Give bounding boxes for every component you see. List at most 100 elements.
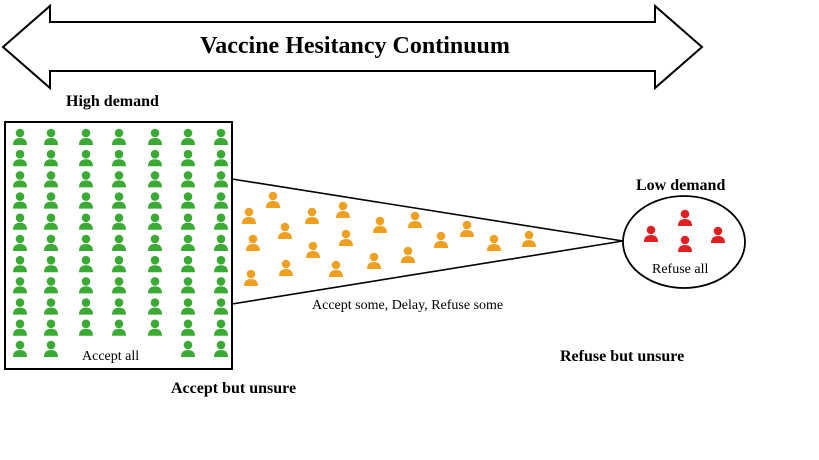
person-icon (214, 298, 228, 315)
person-icon (44, 255, 58, 273)
person-icon (181, 234, 195, 251)
person-icon (181, 192, 195, 209)
person-icon (112, 213, 126, 230)
person-icon (373, 216, 387, 233)
person-icon (214, 213, 228, 230)
person-icon (44, 298, 58, 315)
person-icon (214, 255, 228, 273)
person-icon (79, 298, 93, 315)
diagram-title: Vaccine Hesitancy Continuum (200, 33, 510, 59)
person-icon (711, 226, 725, 243)
person-icon (487, 234, 501, 251)
person-icon (13, 128, 27, 145)
person-icon (266, 191, 280, 208)
accept-all-label: Accept all (82, 349, 140, 364)
person-icon (13, 298, 27, 315)
person-icon (13, 171, 27, 188)
person-icon (148, 213, 162, 230)
person-icon (148, 128, 162, 145)
person-icon (148, 319, 162, 336)
person-icon (79, 255, 93, 273)
refuse-all-label: Refuse all (652, 262, 709, 277)
person-icon (434, 231, 448, 248)
person-icon (148, 234, 162, 251)
person-icon (181, 255, 195, 273)
person-icon (112, 277, 126, 294)
funnel-top-line (231, 178, 624, 242)
person-icon (13, 234, 27, 251)
person-icon (244, 269, 258, 286)
person-icon (367, 252, 381, 269)
person-icon (181, 319, 195, 336)
person-icon (181, 149, 195, 167)
refuse-all-people (644, 209, 725, 252)
person-icon (112, 298, 126, 315)
person-icon (13, 255, 27, 273)
person-icon (148, 192, 162, 209)
accept-some-people (242, 191, 536, 286)
person-icon (214, 128, 228, 145)
person-icon (214, 149, 228, 167)
person-icon (148, 149, 162, 167)
person-icon (112, 149, 126, 167)
person-icon (44, 213, 58, 230)
person-icon (13, 340, 27, 357)
person-icon (279, 259, 293, 276)
person-icon (214, 319, 228, 336)
person-icon (112, 171, 126, 188)
person-icon (678, 209, 692, 226)
person-icon (214, 340, 228, 357)
person-icon (79, 128, 93, 145)
person-icon (148, 171, 162, 188)
person-icon (112, 319, 126, 336)
person-icon (181, 277, 195, 294)
middle-label: Accept some, Delay, Refuse some (312, 298, 504, 313)
person-icon (44, 277, 58, 294)
person-icon (214, 192, 228, 209)
person-icon (44, 192, 58, 209)
person-icon (44, 149, 58, 167)
person-icon (13, 319, 27, 336)
person-icon (148, 298, 162, 315)
refuse-unsure-label: Refuse but unsure (560, 348, 685, 365)
person-icon (13, 149, 27, 167)
person-icon (79, 319, 93, 336)
person-icon (214, 234, 228, 251)
person-icon (181, 213, 195, 230)
person-icon (13, 277, 27, 294)
person-icon (306, 241, 320, 258)
person-icon (148, 255, 162, 273)
person-icon (522, 230, 536, 247)
person-icon (79, 277, 93, 294)
person-icon (13, 192, 27, 209)
person-icon (408, 211, 422, 228)
person-icon (401, 246, 415, 263)
funnel-bottom-line (231, 240, 624, 305)
person-icon (336, 201, 350, 218)
person-icon (112, 192, 126, 209)
person-icon (79, 149, 93, 167)
person-icon (246, 234, 260, 251)
person-icon (44, 128, 58, 145)
person-icon (181, 340, 195, 357)
low-demand-label: Low demand (636, 177, 726, 194)
person-icon (79, 171, 93, 188)
person-icon (79, 234, 93, 251)
person-icon (79, 213, 93, 230)
accept-unsure-label: Accept but unsure (171, 380, 297, 397)
person-icon (305, 207, 319, 224)
person-icon (214, 171, 228, 188)
person-icon (181, 171, 195, 188)
accept-all-people (13, 128, 228, 357)
person-icon (44, 171, 58, 188)
person-icon (148, 277, 162, 294)
person-icon (460, 220, 474, 237)
person-icon (79, 192, 93, 209)
person-icon (44, 234, 58, 251)
continuum-arrow (1, 3, 704, 91)
high-demand-label: High demand (66, 93, 159, 110)
person-icon (112, 255, 126, 273)
person-icon (339, 229, 353, 246)
person-icon (644, 225, 658, 242)
